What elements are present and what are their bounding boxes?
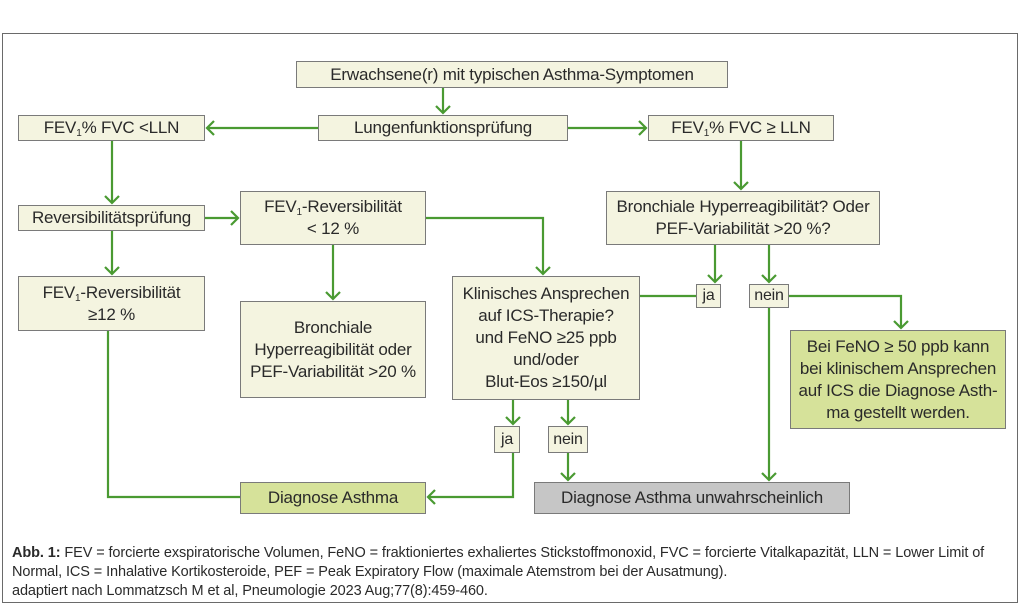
node-yes-right: ja: [696, 284, 721, 308]
fev-subscript: 1: [296, 207, 303, 218]
node-reversibility-label: Reversibilitätsprüfung: [31, 208, 192, 227]
caption-source: adaptiert nach Lommatzsch M et al, Pneum…: [12, 583, 488, 599]
reversibility-text: -Reversibilität: [80, 282, 181, 302]
connector-hyperright-yes-arrowhead: [707, 274, 723, 284]
node-lung-function-label: Lungenfunktionsprüfung: [353, 118, 533, 137]
connector-clinical-no-arrowhead: [560, 416, 576, 426]
node-diagnosis-asthma: Diagnose Asthma: [240, 482, 426, 514]
no-bottom-label: nein: [553, 430, 583, 448]
node-no-right: nein: [749, 284, 789, 308]
clinical-line5: Blut-Eos ≥150/µl: [485, 372, 607, 391]
node-start: Erwachsene(r) mit typischen Asthma-Sympt…: [296, 61, 728, 88]
node-reversibility-test: Reversibilitätsprüfung: [18, 205, 205, 231]
fev-text: FEV: [671, 118, 704, 137]
fev-text: FEV: [264, 197, 297, 216]
connector-yes-bottom-diagnosis-arrowhead: [426, 489, 436, 505]
connector-fevlow-revtest-arrowhead: [104, 195, 120, 205]
hyper-right-line1: Bronchiale Hyperreagibilität? Oder: [616, 197, 870, 216]
connector-no-right-feno-arrowhead: [893, 320, 909, 330]
node-feno-note: Bei FeNO ≥ 50 ppb kann bei klinischem An…: [790, 330, 1006, 429]
hyper-left-line1: Bronchiale: [293, 317, 373, 337]
yes-right-label: ja: [702, 287, 715, 304]
node-fev-fvc-above-lln: FEV1% FVC ≥ LLN: [648, 115, 834, 141]
connector-no-right-feno: [789, 294, 903, 328]
rev-high-line2: ≥12 %: [87, 304, 136, 324]
connector-revtest-revlow-arrowhead: [230, 210, 240, 226]
hyper-left-line3: PEF-Variabilität >20 %: [250, 361, 416, 381]
connector-hyperright-no-arrowhead: [761, 274, 777, 284]
feno-line4: ma gestellt werden.: [826, 402, 970, 422]
connector-clinical-yes-arrowhead: [505, 416, 521, 426]
connector-fevhigh-hyperright-arrowhead: [733, 181, 749, 191]
node-reversibility-below-12: FEV1-Reversibilität < 12 %: [240, 191, 426, 245]
caption-label: Abb. 1:: [12, 545, 61, 561]
rev-low-line2: < 12 %: [306, 219, 360, 238]
connector-revlow-clinical-arrowhead: [535, 266, 551, 276]
connector-start-lung-arrowhead: [435, 105, 451, 115]
node-hyperreactivity-right: Bronchiale Hyperreagibilität? Oder PEF-V…: [606, 191, 880, 245]
diagnosis-asthma-label: Diagnose Asthma: [267, 488, 399, 507]
feno-line2: bei klinischem Ansprechen: [799, 358, 997, 378]
hyper-right-line2: PEF-Variabilität >20 %?: [655, 219, 831, 238]
connector-no-right-unlikely-arrowhead: [761, 472, 777, 482]
clinical-line2: auf ICS-Therapie?: [478, 306, 614, 325]
node-fev-fvc-below-lln: FEV1% FVC <LLN: [18, 115, 205, 141]
clinical-line4: und/oder: [513, 350, 579, 369]
hyper-left-line2: Hyperreagibilität oder: [254, 339, 412, 359]
fev-high-condition: % FVC ≥ LLN: [709, 118, 811, 137]
node-fev-high-label: FEV1% FVC ≥ LLN: [671, 117, 811, 139]
node-yes-bottom: ja: [494, 426, 520, 453]
caption-text: FEV = forcierte exspiratorische Volumen,…: [12, 545, 985, 580]
node-start-label: Erwachsene(r) mit typischen Asthma-Sympt…: [330, 64, 694, 84]
feno-line1: Bei FeNO ≥ 50 ppb kann: [806, 336, 990, 356]
no-right-label: nein: [754, 287, 784, 304]
rev-high-line1: FEV1-Reversibilität: [43, 282, 181, 304]
fev-subscript: 1: [76, 128, 82, 139]
node-no-bottom: nein: [548, 426, 588, 453]
fev-subscript: 1: [75, 292, 81, 304]
feno-line3: auf ICS die Diagnose Asth-: [798, 380, 998, 400]
connector-revhigh-diagnosis: [106, 331, 240, 499]
node-hyperreactivity-left: Bronchiale Hyperreagibilität oder PEF-Va…: [240, 301, 426, 398]
figure-caption: Abb. 1: FEV = forcierte exspiratorische …: [12, 544, 1012, 601]
clinical-line3: und FeNO ≥25 ppb: [475, 328, 617, 347]
fev-low-condition: % FVC <LLN: [81, 118, 180, 137]
node-fev-low-label: FEV1% FVC <LLN: [44, 117, 180, 139]
reversibility-text: -Reversibilität: [301, 197, 402, 216]
clinical-line1: Klinisches Ansprechen: [462, 284, 630, 303]
node-reversibility-above-12: FEV1-Reversibilität ≥12 %: [18, 276, 205, 331]
fev-text: FEV: [43, 118, 77, 137]
node-diagnosis-unlikely: Diagnose Asthma unwahrscheinlich: [534, 482, 850, 514]
connector-revlow-hyperleft-arrowhead: [325, 291, 341, 301]
figure-frame: [2, 33, 1018, 603]
rev-low-line1: FEV1-Reversibilität: [264, 196, 402, 218]
node-lung-function-test: Lungenfunktionsprüfung: [318, 115, 568, 141]
connector-lung-fev-high-arrowhead: [638, 120, 648, 136]
node-clinical-response: Klinisches Ansprechen auf ICS-Therapie? …: [452, 276, 640, 400]
connector-yes-bottom-diagnosis: [428, 453, 515, 499]
connector-revtest-revhigh-arrowhead: [104, 266, 120, 276]
connector-revlow-clinical: [426, 216, 545, 274]
connector-lung-fev-low-arrowhead: [205, 120, 215, 136]
fev-subscript: 1: [703, 128, 710, 139]
yes-bottom-label: ja: [500, 430, 514, 448]
fev-text: FEV: [42, 282, 76, 302]
connector-no-bottom-unlikely-arrowhead: [560, 472, 576, 482]
diagnosis-unlikely-label: Diagnose Asthma unwahrscheinlich: [561, 488, 823, 507]
